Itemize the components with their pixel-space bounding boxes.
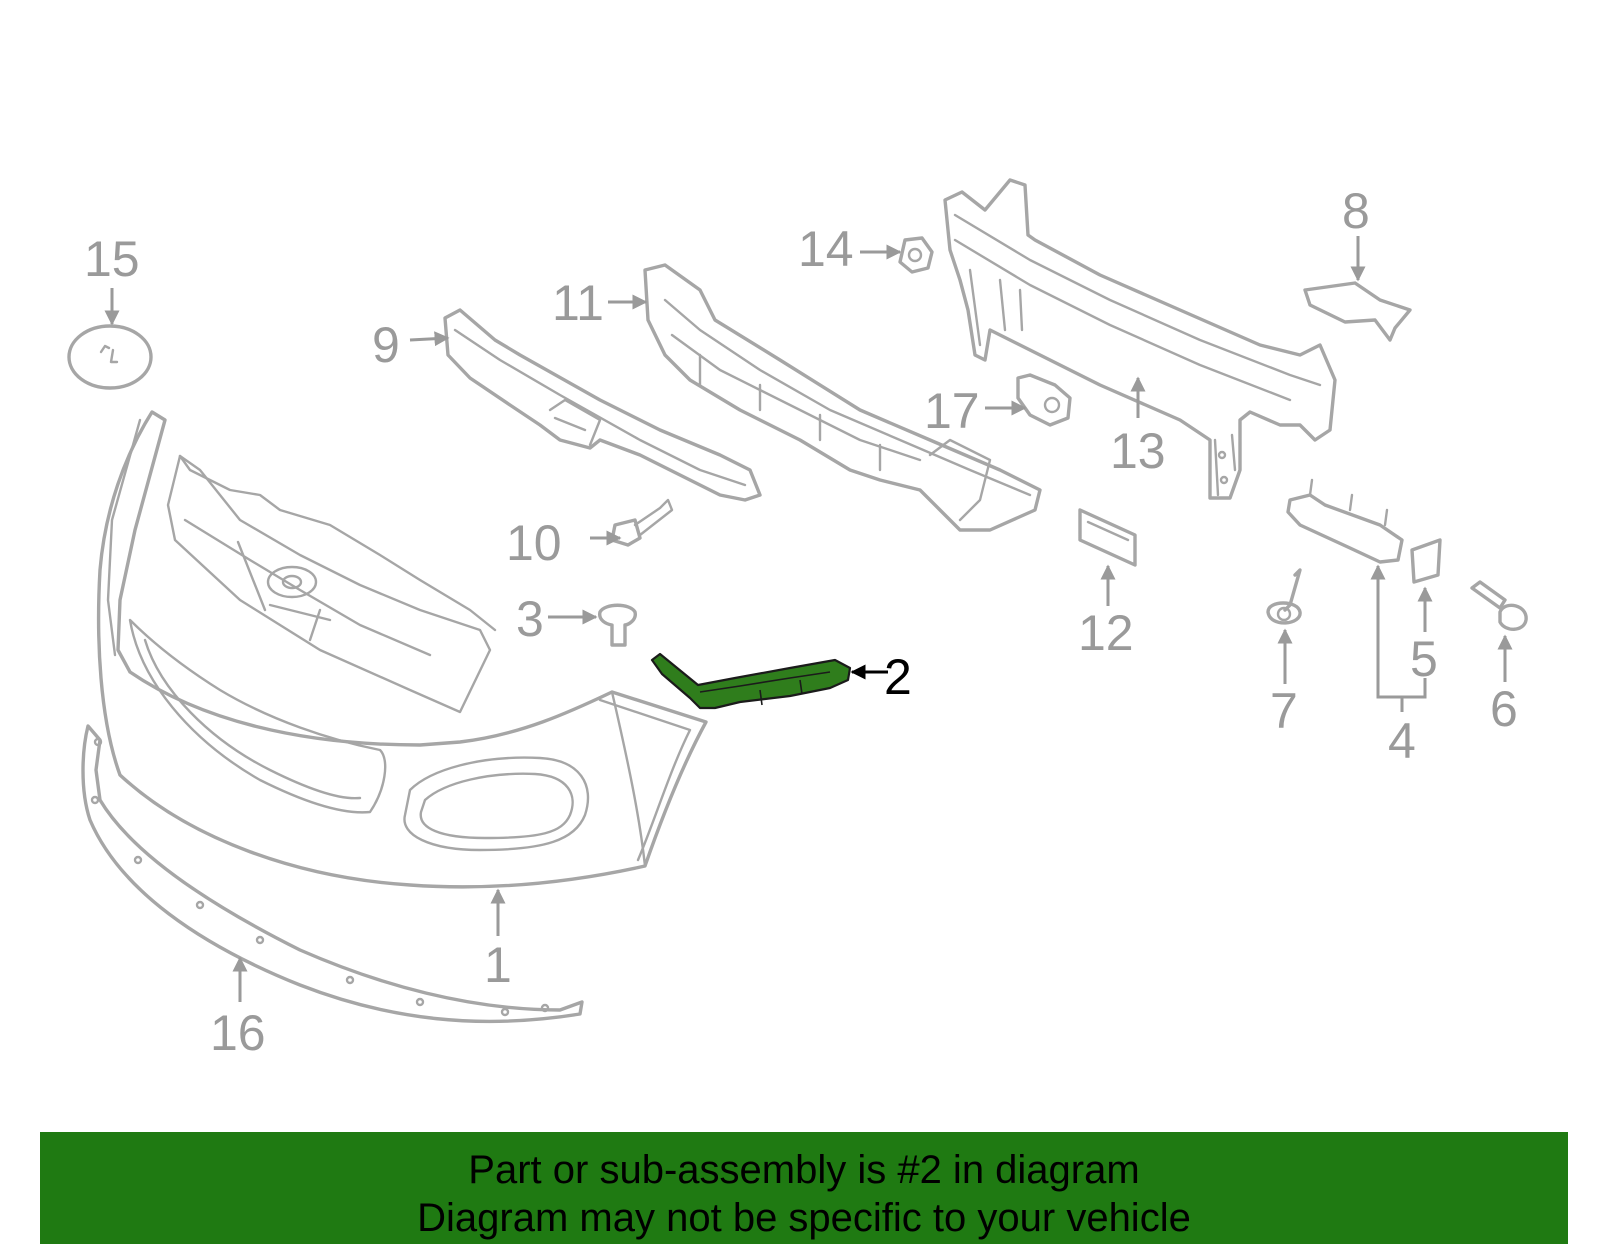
callout-3: 3	[516, 591, 544, 647]
info-banner: Part or sub-assembly is #2 in diagram Di…	[40, 1132, 1568, 1244]
callout-13: 13	[1110, 423, 1166, 479]
callout-17: 17	[924, 383, 980, 439]
callout-5: 5	[1410, 631, 1438, 687]
part-3-clip	[598, 603, 637, 647]
part-15-emblem	[67, 324, 153, 390]
callout-4: 4	[1388, 713, 1416, 769]
callout-labels: 15 9 11 14 8 17 13 10 3 12 5 7 6 4 1 16 …	[84, 183, 1518, 1061]
callout-6: 6	[1490, 681, 1518, 737]
part-5-pad	[1410, 538, 1442, 584]
part-13-reinforcement	[943, 178, 1337, 500]
part-10-screw	[610, 498, 674, 547]
banner-line-1: Part or sub-assembly is #2 in diagram	[468, 1148, 1140, 1192]
part-14-nut	[898, 236, 934, 274]
part-4-side-bracket	[1286, 478, 1404, 564]
part-9-upper-bracket	[443, 308, 762, 502]
part-8-bracket	[1303, 281, 1412, 342]
part-16-lower-lip	[81, 724, 584, 1024]
callout-1: 1	[484, 937, 512, 993]
callout-7: 7	[1270, 683, 1298, 739]
callout-14: 14	[798, 221, 854, 277]
part-17-sensor	[1016, 373, 1072, 427]
part-2-highlighted-bracket	[650, 652, 852, 710]
callout-15: 15	[84, 231, 140, 287]
part-6-bolt	[1470, 580, 1528, 631]
callout-12: 12	[1078, 605, 1134, 661]
leader-arrows	[104, 236, 1513, 1002]
callout-9: 9	[372, 317, 400, 373]
leader-9	[409, 331, 450, 347]
callout-2: 2	[884, 649, 912, 705]
callout-10: 10	[506, 515, 562, 571]
callout-11: 11	[552, 275, 604, 331]
callout-16: 16	[210, 1005, 266, 1061]
banner-line-2: Diagram may not be specific to your vehi…	[417, 1196, 1191, 1240]
part-7-bolt	[1266, 568, 1302, 625]
callout-8: 8	[1342, 183, 1370, 239]
part-11-absorber	[643, 263, 1042, 532]
part-1-bumper-cover	[96, 410, 708, 889]
part-12-pad	[1078, 508, 1137, 567]
leader-4	[1376, 570, 1427, 712]
